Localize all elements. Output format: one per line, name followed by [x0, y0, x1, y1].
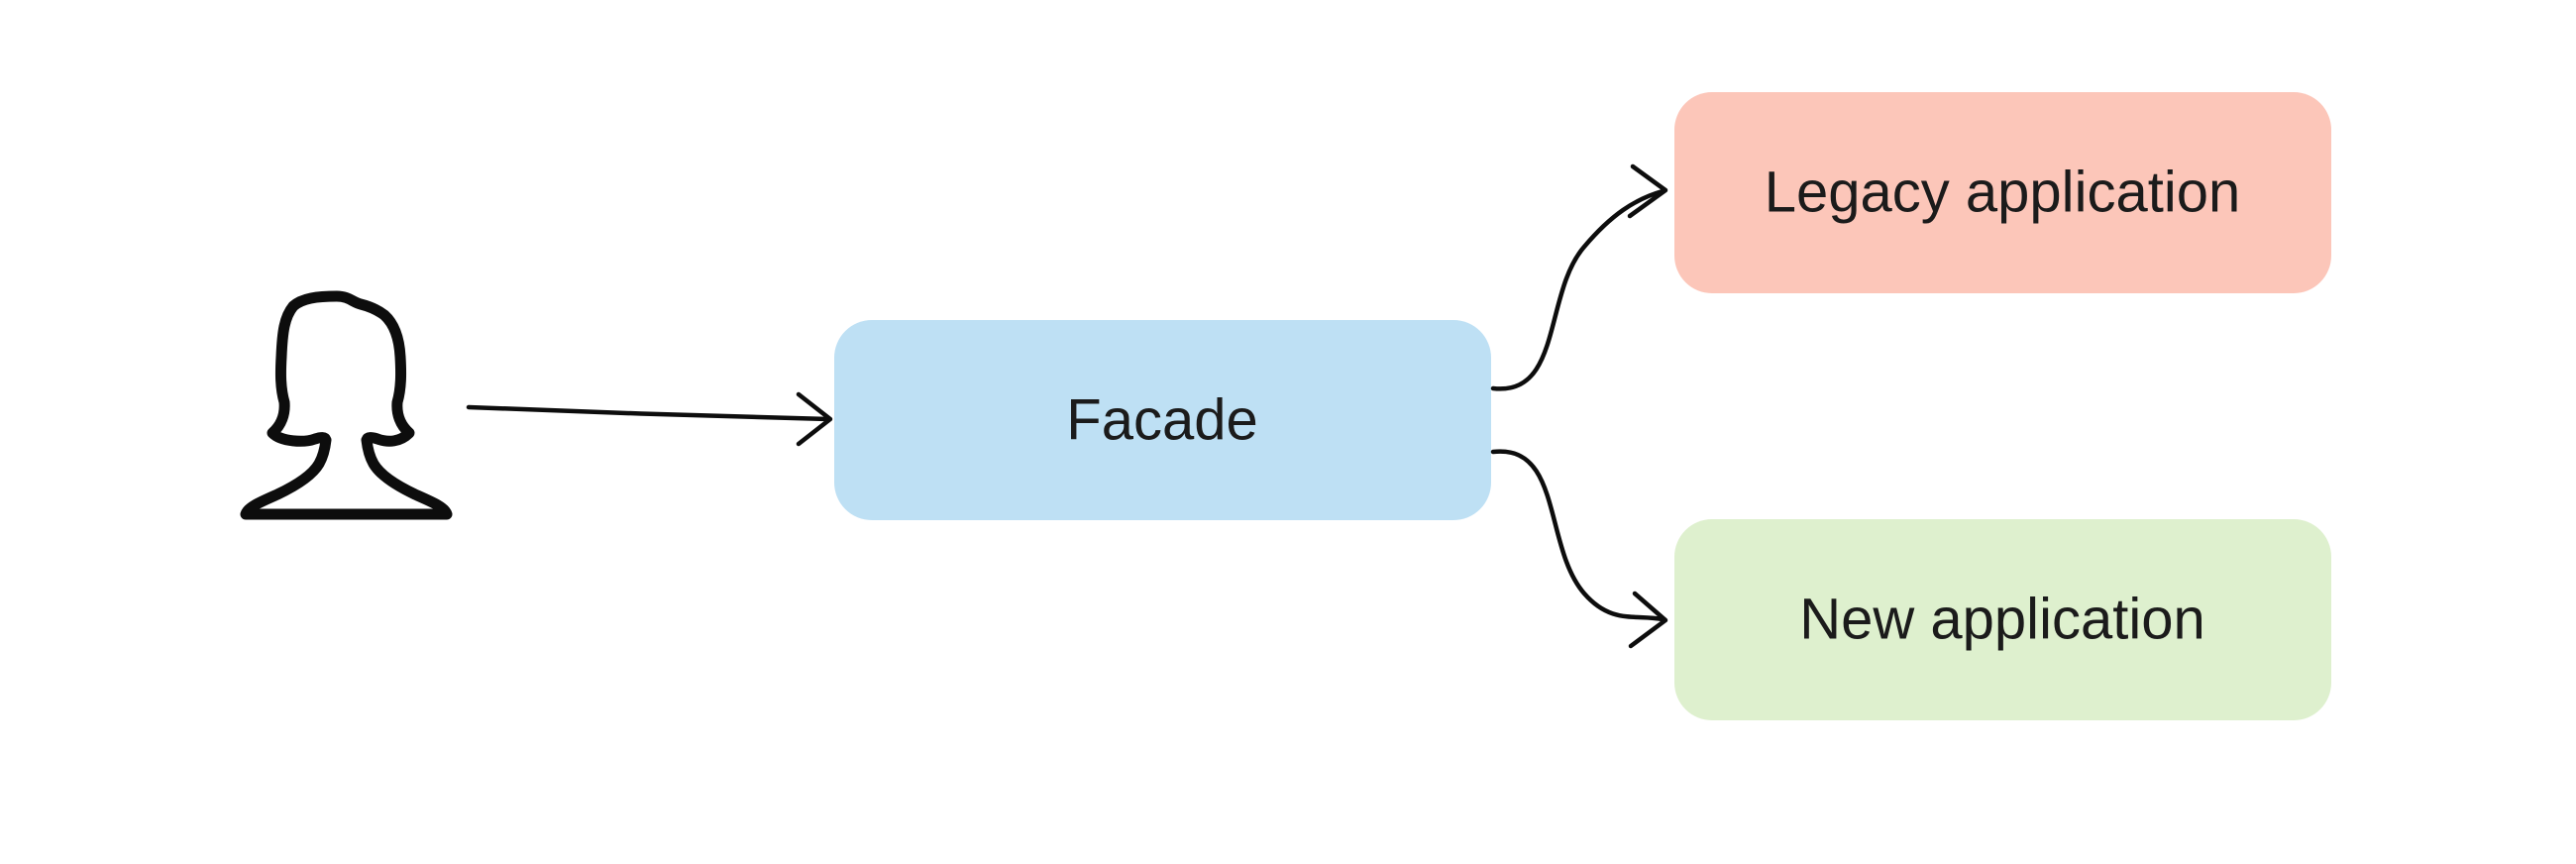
- edge-facade-to-new: [1490, 449, 1668, 649]
- facade-node: Facade: [834, 320, 1491, 520]
- arrowhead-icon: [1628, 591, 1668, 649]
- legacy-application-label: Legacy application: [1765, 161, 2240, 225]
- user-node: [240, 290, 453, 520]
- legacy-application-node: Legacy application: [1674, 92, 2331, 293]
- legacy-application-box: [1674, 92, 2331, 293]
- arrowhead-icon: [1627, 163, 1668, 219]
- edge-facade-to-legacy: [1490, 163, 1668, 391]
- new-application-node: New application: [1674, 519, 2331, 720]
- new-application-label: New application: [1799, 588, 2204, 652]
- edge-facade-to-new-line: [1490, 449, 1665, 622]
- facade-box: [834, 320, 1491, 520]
- arrowhead-icon: [796, 391, 833, 447]
- facade-label: Facade: [1066, 388, 1257, 453]
- edge-user-to-facade: [466, 391, 833, 447]
- edge-user-to-facade-line: [466, 404, 831, 422]
- edge-facade-to-legacy-line: [1490, 188, 1665, 391]
- female-user-icon: [240, 290, 453, 520]
- new-application-box: [1674, 519, 2331, 720]
